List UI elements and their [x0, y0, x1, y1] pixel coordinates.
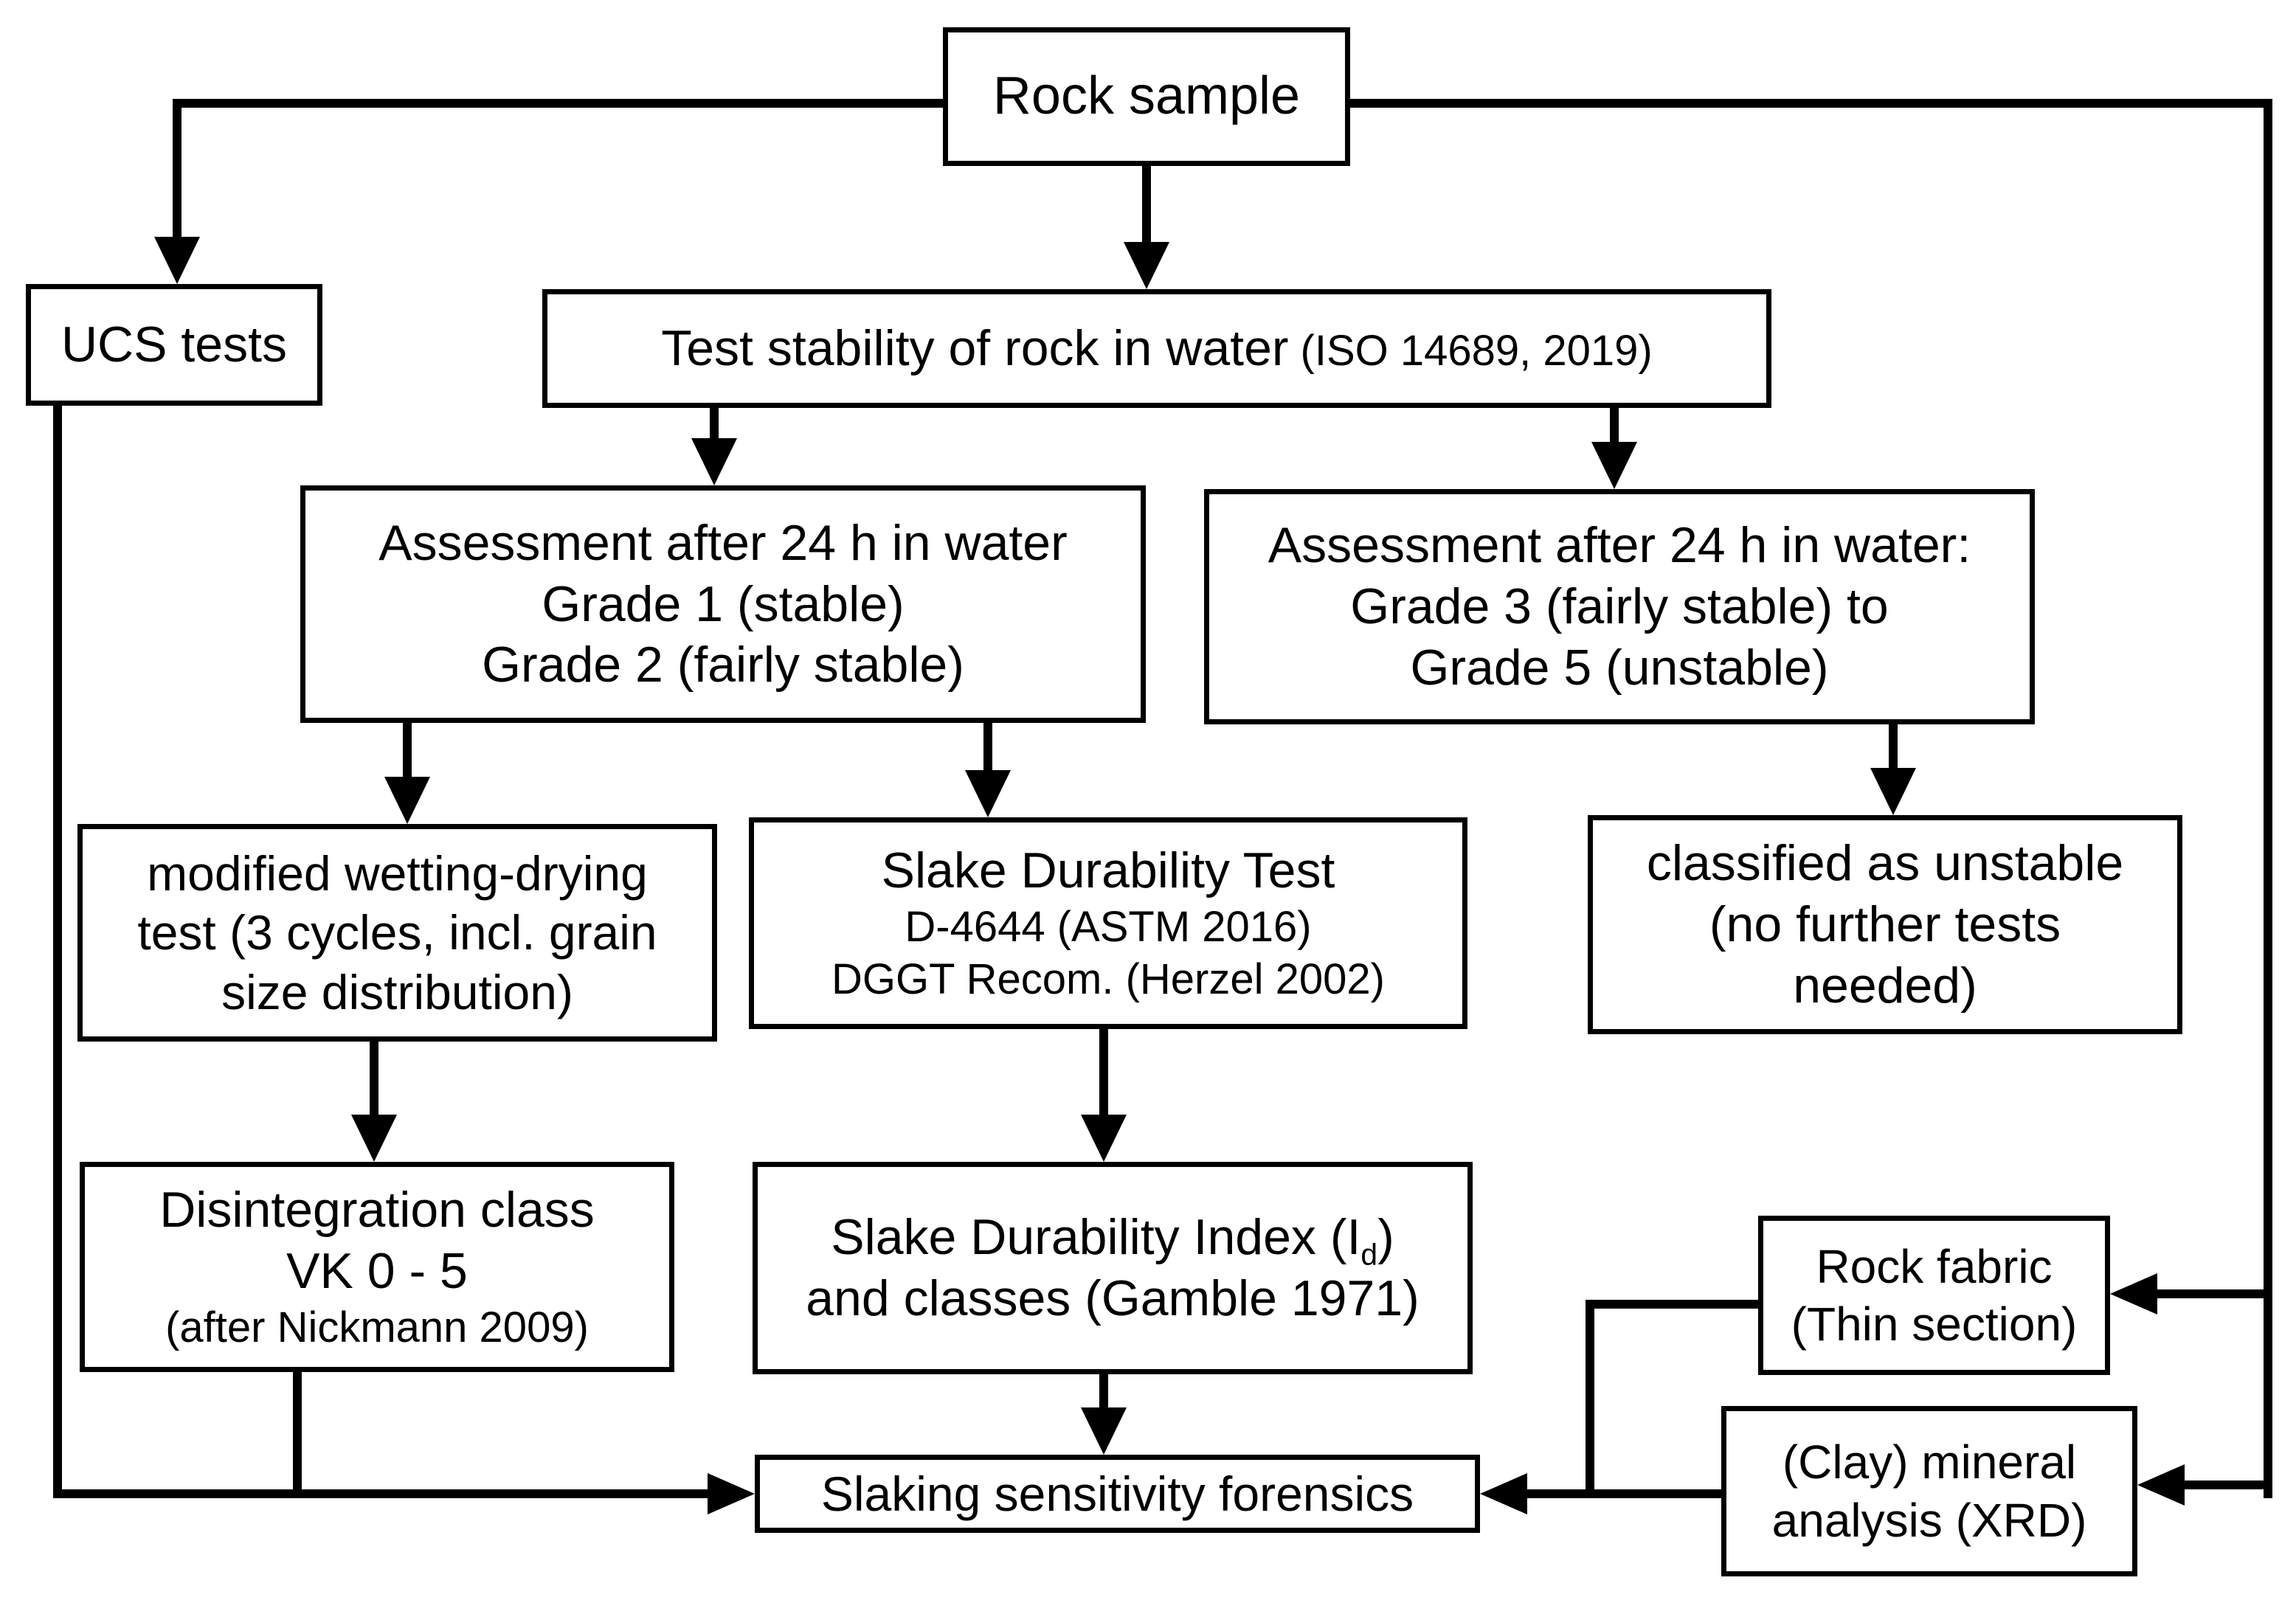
connector-wettingdrying-disintegration-shaft: [370, 1042, 378, 1118]
node-rock-sample-label: Rock sample: [992, 66, 1301, 126]
connector-right-rail-vertical: [2264, 99, 2272, 1498]
node-slake-durability-index: Slake Durability Index (Id) and classes …: [753, 1162, 1473, 1374]
node-test-stability: Test stability of rock in water(ISO 1468…: [542, 289, 1771, 408]
connector-rail-rockfabric: [2157, 1289, 2264, 1298]
node-slake-test-ref2: DGGT Recom. (Herzel 2002): [831, 955, 1385, 1003]
node-classified-line1: classified as unstable: [1646, 835, 2124, 892]
node-rock-sample: Rock sample: [943, 27, 1350, 166]
arrowhead-left-claymineral: [2137, 1464, 2185, 1506]
node-disintegration-class: Disintegration class VK 0 - 5 (after Nic…: [80, 1162, 674, 1372]
node-rock-fabric-line1: Rock fabric: [1816, 1239, 2053, 1293]
connector-assessunstable-classified-shaft: [1889, 724, 1898, 768]
arrowhead-left-rockfabric: [2110, 1273, 2157, 1315]
node-disintegration-line2: VK 0 - 5: [286, 1243, 468, 1300]
connector-disintegration-tjoin: [293, 1372, 302, 1489]
connector-teststability-assessstable-shaft: [710, 408, 719, 438]
connector-assessstable-wettingdrying-shaft: [403, 723, 412, 777]
connector-rocksample-right-horizontal: [1350, 99, 2272, 108]
node-assessment-stable-line3: Grade 2 (fairly stable): [482, 637, 964, 693]
node-clay-mineral-line1: (Clay) mineral: [1782, 1436, 2077, 1489]
connector-rocksample-teststability-shaft: [1142, 166, 1151, 245]
node-slake-test-title: Slake Durability Test: [881, 842, 1335, 899]
connector-teststability-assessunstable-shaft: [1610, 408, 1619, 442]
node-slake-index-pre: Slake Durability Index (I: [831, 1209, 1361, 1266]
node-slake-index-post: ): [1377, 1209, 1394, 1266]
connector-ucs-vertical: [53, 406, 62, 1498]
connector-ucs-horizontal: [53, 1489, 708, 1498]
node-slaking-forensics-label: Slaking sensitivity forensics: [820, 1466, 1414, 1521]
node-test-stability-label: Test stability of rock in water(ISO 1468…: [661, 318, 1653, 379]
node-assessment-stable: Assessment after 24 h in water Grade 1 (…: [300, 485, 1146, 723]
connector-rocksample-ucs-shaft: [173, 99, 181, 240]
node-test-stability-note: (ISO 14689, 2019): [1300, 327, 1653, 375]
arrowhead-down-ucs: [154, 237, 200, 284]
arrowhead-down-slaketest: [965, 770, 1011, 817]
connector-assessstable-slaketest-shaft: [983, 723, 992, 770]
connector-rail-claymineral: [2185, 1480, 2264, 1489]
node-wetting-drying-test: modified wetting-drying test (3 cycles, …: [77, 824, 717, 1042]
node-assessment-unstable-line3: Grade 5 (unstable): [1410, 639, 1829, 696]
node-slake-index-subscript: d: [1360, 1237, 1378, 1272]
arrowhead-down-wettingdrying: [384, 777, 430, 824]
connector-slaketest-slakeindex-shaft: [1099, 1029, 1108, 1118]
node-wetting-drying-line1: modified wetting-drying: [147, 845, 648, 901]
node-assessment-stable-line1: Assessment after 24 h in water: [378, 514, 1068, 571]
arrowhead-down-teststability: [1124, 242, 1169, 289]
node-disintegration-ref: (after Nickmann 2009): [165, 1303, 589, 1352]
node-slake-index-line1: Slake Durability Index (Id): [831, 1207, 1394, 1270]
node-ucs-tests-label: UCS tests: [60, 316, 288, 373]
arrowhead-down-disintegration: [351, 1115, 397, 1162]
node-clay-mineral-analysis: (Clay) mineral analysis (XRD): [1721, 1406, 2137, 1576]
node-clay-mineral-line2: analysis (XRD): [1771, 1493, 2087, 1547]
arrowhead-down-assessunstable: [1591, 442, 1637, 489]
node-slake-index-line2: and classes (Gamble 1971): [806, 1270, 1420, 1326]
node-wetting-drying-line3: size distribution): [221, 964, 573, 1019]
node-assessment-unstable-line2: Grade 3 (fairly stable) to: [1350, 578, 1889, 635]
node-disintegration-line1: Disintegration class: [159, 1182, 595, 1239]
node-classified-line3: needed): [1793, 957, 1977, 1014]
connector-rocksample-left-horizontal: [173, 99, 943, 108]
arrowhead-left-forensics: [1480, 1473, 1527, 1514]
node-ucs-tests: UCS tests: [26, 284, 322, 406]
node-classified-unstable: classified as unstable (no further tests…: [1588, 815, 2182, 1034]
node-slake-durability-test: Slake Durability Test D-4644 (ASTM 2016)…: [749, 817, 1467, 1029]
connector-junction-vertical: [1586, 1300, 1594, 1498]
connector-rockfabric-stub: [1586, 1300, 1758, 1309]
node-slake-test-ref1: D-4644 (ASTM 2016): [905, 903, 1312, 952]
connector-claymineral-forensics: [1527, 1489, 1721, 1498]
node-assessment-stable-line2: Grade 1 (stable): [542, 575, 905, 632]
node-wetting-drying-line2: test (3 cycles, incl. grain: [137, 905, 657, 960]
node-classified-line2: (no further tests: [1709, 896, 2061, 953]
node-slaking-forensics: Slaking sensitivity forensics: [755, 1455, 1480, 1533]
connector-slakeindex-forensics-shaft: [1099, 1374, 1108, 1410]
arrowhead-down-classified: [1870, 768, 1916, 815]
arrowhead-down-forensics: [1081, 1407, 1127, 1455]
arrowhead-down-slakeindex: [1081, 1115, 1127, 1162]
arrowhead-down-assessstable: [691, 438, 737, 485]
node-rock-fabric: Rock fabric (Thin section): [1758, 1216, 2110, 1375]
node-assessment-unstable: Assessment after 24 h in water: Grade 3 …: [1204, 489, 2035, 724]
node-rock-fabric-line2: (Thin section): [1791, 1298, 2078, 1351]
node-test-stability-main: Test stability of rock in water: [661, 320, 1289, 377]
node-assessment-unstable-line1: Assessment after 24 h in water:: [1268, 517, 1971, 574]
arrowhead-right-forensics: [708, 1473, 755, 1514]
